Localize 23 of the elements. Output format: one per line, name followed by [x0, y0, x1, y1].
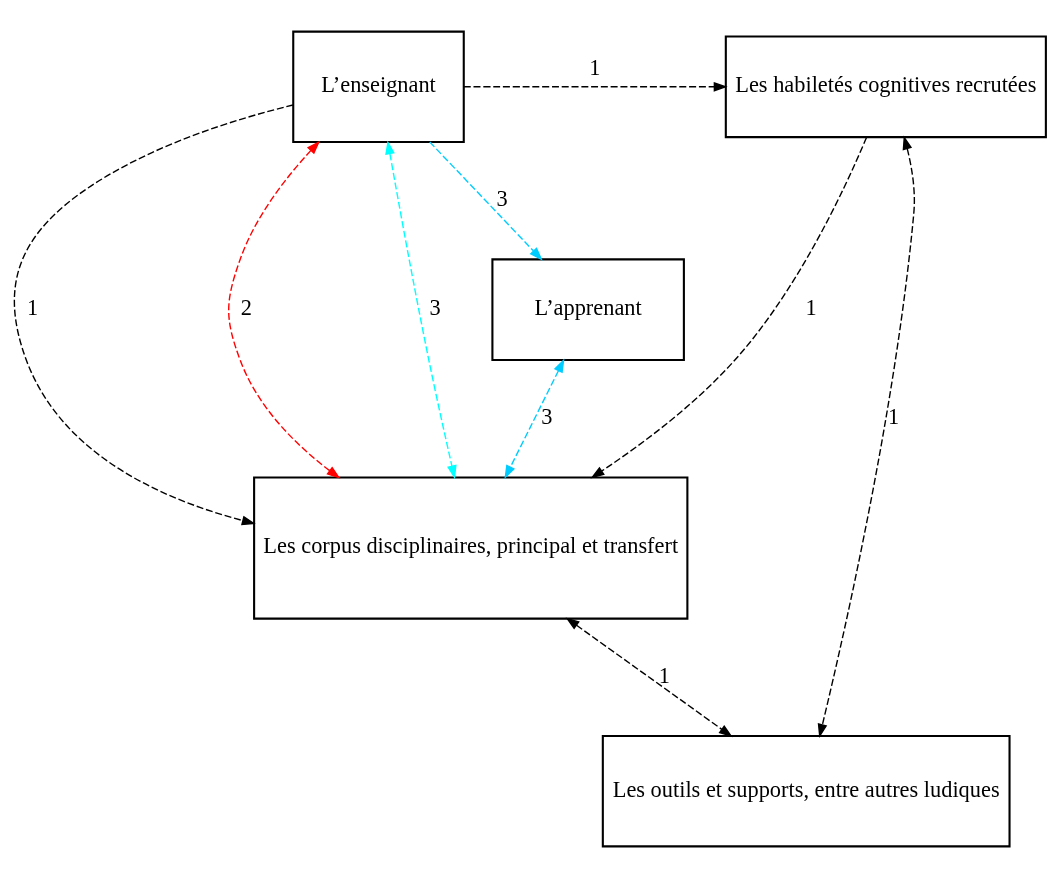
arrow	[463, 81, 728, 92]
arrow	[385, 139, 457, 479]
arrow	[590, 136, 868, 478]
edge-label: 3	[496, 185, 508, 211]
edge-label: 3	[429, 294, 441, 320]
edge-label: 1	[887, 403, 900, 429]
edge-label: 1	[27, 294, 39, 320]
edge-label: 1	[658, 662, 670, 688]
edge-label: 1	[805, 294, 817, 320]
arrow	[817, 135, 916, 738]
node-box: Les outils et supports, entre autres ludiques	[601, 734, 1011, 847]
node-box: Les habiletés cognitives recrutées	[724, 34, 1047, 138]
node-box: L’enseignant	[292, 30, 465, 143]
edge-label: 1	[589, 54, 601, 80]
arrow	[429, 140, 543, 261]
edge-label: 2	[240, 294, 253, 320]
arrow	[13, 103, 294, 525]
arrow	[504, 358, 565, 479]
arrow	[565, 616, 733, 737]
node-box: Les corpus disciplinaires, principal et transfert	[253, 475, 689, 620]
edge-label: 3	[541, 403, 553, 429]
arrow	[228, 140, 341, 479]
node-box: L’apprenant	[491, 257, 685, 361]
